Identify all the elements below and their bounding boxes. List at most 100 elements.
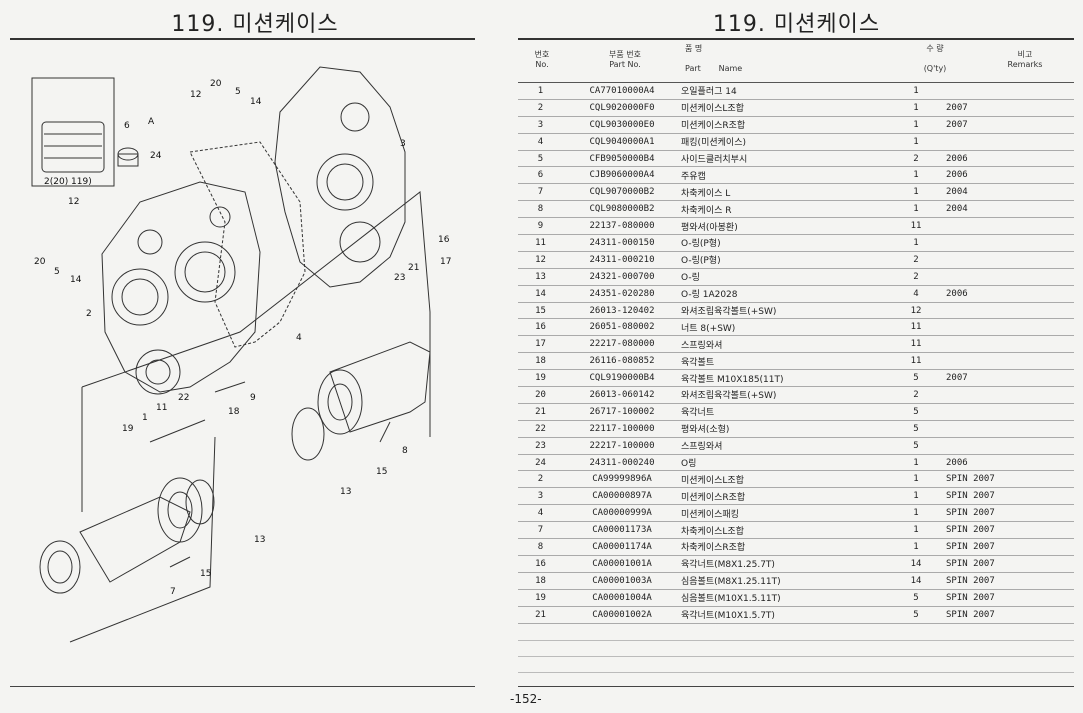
- remarks-cell: 2006: [946, 150, 1074, 168]
- part-name-cell: 미션케이스패킹: [681, 504, 886, 523]
- callout: 20: [210, 79, 222, 89]
- quantity-cell: 11: [886, 352, 946, 371]
- quantity-cell: 14: [886, 555, 946, 573]
- callout: 11: [156, 403, 167, 413]
- part-no-cell: 12: [518, 251, 563, 269]
- quantity-cell: 5: [886, 606, 946, 624]
- part-name-cell: 차축케이스 L: [681, 183, 886, 202]
- part-no-cell: 22: [518, 420, 563, 438]
- callout: 18: [228, 407, 240, 417]
- quantity-cell: 5: [886, 369, 946, 388]
- part-number-cell: CA77010000A4: [563, 83, 681, 100]
- part-number-cell: CA00001173A: [563, 521, 681, 540]
- quantity-cell: 12: [886, 302, 946, 320]
- part-number-cell: 22217-080000: [563, 335, 681, 354]
- part-no-cell: 7: [518, 521, 563, 540]
- remarks-cell: [946, 335, 1074, 354]
- part-number-cell: CJB9060000A4: [563, 166, 681, 185]
- part-name-cell: 사이드클러치부시: [681, 150, 886, 168]
- remarks-cell: [946, 251, 1074, 269]
- part-number-cell: CQL9030000E0: [563, 116, 681, 134]
- callout: 8: [402, 446, 408, 456]
- part-number-cell: CA00001174A: [563, 538, 681, 556]
- part-number-cell: CQL9070000B2: [563, 183, 681, 202]
- part-name-cell: O-링(P형): [681, 251, 886, 269]
- remarks-cell: SPIN 2007: [946, 470, 1074, 489]
- remarks-cell: 2004: [946, 200, 1074, 219]
- part-number-cell: 26051-080002: [563, 318, 681, 337]
- part-number-cell: 26013-120402: [563, 302, 681, 320]
- quantity-cell: 1: [886, 454, 946, 472]
- remarks-cell: SPIN 2007: [946, 487, 1074, 506]
- part-number-cell: CA00001003A: [563, 572, 681, 590]
- part-number-cell: CA00000999A: [563, 504, 681, 523]
- callout: 6: [124, 121, 130, 131]
- part-number-cell: 24321-000700: [563, 268, 681, 286]
- callout: 2: [86, 309, 92, 319]
- part-number-cell: CQL9020000F0: [563, 99, 681, 117]
- part-no-cell: 17: [518, 335, 563, 354]
- part-no-cell: 16: [518, 555, 563, 573]
- quantity-cell: 1: [886, 200, 946, 219]
- remarks-cell: [946, 133, 1074, 151]
- quantity-cell: 5: [886, 437, 946, 455]
- part-number-cell: CQL9190000B4: [563, 369, 681, 388]
- right-page-title: 119. 미션케이스: [712, 12, 881, 37]
- callout: 14: [70, 275, 82, 285]
- part-number-cell: 22117-100000: [563, 420, 681, 438]
- part-name-cell: 미션케이스R조합: [681, 116, 886, 134]
- part-name-cell: 육각너트(M10X1.5.7T): [681, 606, 886, 624]
- quantity-cell: 14: [886, 572, 946, 590]
- callout: 24: [150, 151, 162, 161]
- part-number-cell: CFB9050000B4: [563, 150, 681, 168]
- part-name-cell: 차축케이스 R: [681, 200, 886, 219]
- callout: 20: [34, 257, 46, 267]
- remarks-cell: [946, 302, 1074, 320]
- exploded-diagram: 2(20) 119) A 20 12 5 14 6 24 3 12 20 5 1…: [31, 66, 451, 643]
- part-name-cell: 차축케이스L조합: [681, 521, 886, 540]
- part-name-cell: 심음볼트(M8X1.25.11T): [681, 572, 886, 590]
- part-name-cell: O링: [681, 454, 886, 472]
- part-name-cell: 스프링와셔: [681, 437, 886, 455]
- quantity-cell: 5: [886, 589, 946, 607]
- part-no-cell: 4: [518, 504, 563, 523]
- remarks-cell: [946, 234, 1074, 252]
- remarks-cell: [946, 386, 1074, 404]
- right-bottom-rule: [518, 686, 1074, 687]
- part-name-cell: 육각너트(M8X1.25.7T): [681, 555, 886, 573]
- quantity-cell: 1: [886, 83, 946, 100]
- callout: 14: [250, 97, 262, 107]
- part-no-cell: 5: [518, 150, 563, 168]
- part-name-cell: 육각볼트: [681, 352, 886, 371]
- quantity-cell: 1: [886, 538, 946, 556]
- callout: 21: [408, 263, 419, 273]
- remarks-cell: 2006: [946, 454, 1074, 472]
- part-no-cell: 14: [518, 285, 563, 303]
- remarks-cell: [946, 83, 1074, 100]
- part-name-cell: 미션케이스R조합: [681, 487, 886, 506]
- remarks-cell: SPIN 2007: [946, 521, 1074, 540]
- part-number-cell: 24311-000210: [563, 251, 681, 269]
- quantity-cell: 1: [886, 234, 946, 252]
- col-header-name: 품 명 Part Name: [685, 44, 743, 73]
- part-name-cell: 스프링와셔: [681, 335, 886, 354]
- remarks-cell: [946, 437, 1074, 455]
- part-name-cell: 너트 8(+SW): [681, 318, 886, 337]
- part-name-cell: 평와셔(아봉환): [681, 217, 886, 236]
- callout: 22: [178, 393, 189, 403]
- quantity-cell: 11: [886, 335, 946, 354]
